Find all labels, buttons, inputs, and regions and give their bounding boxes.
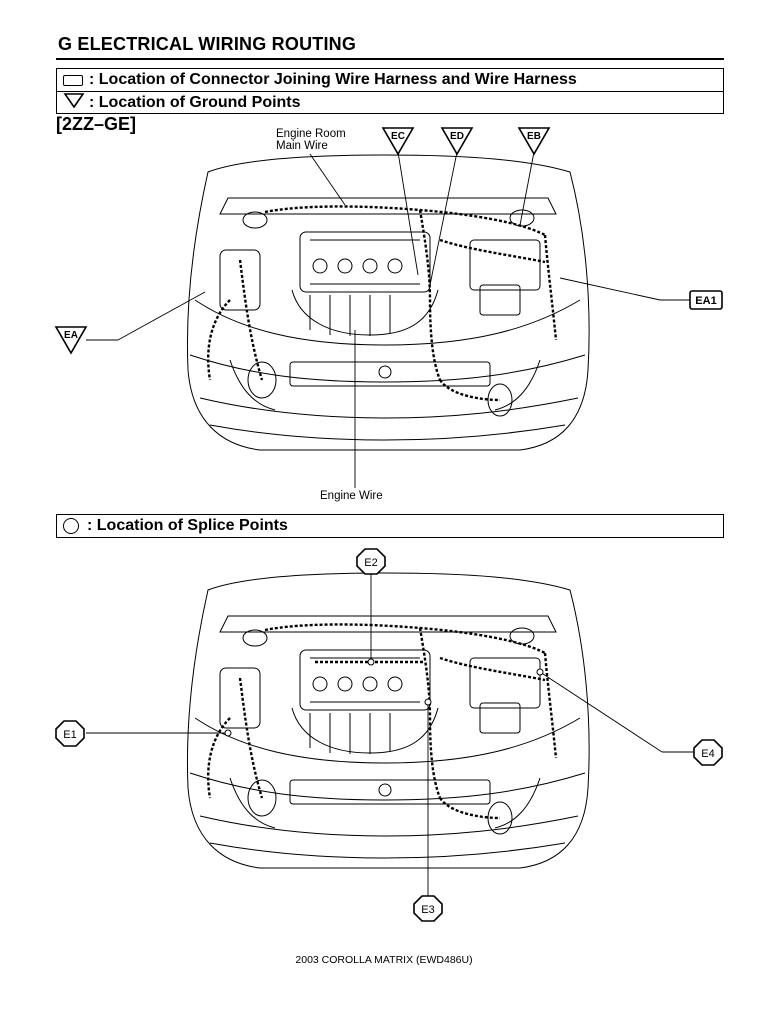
splice-symbol-icon [63, 518, 79, 534]
title-divider [56, 58, 724, 60]
splice-point-e4: E4 [693, 739, 723, 766]
connector-ea1: EA1 [689, 290, 723, 310]
splice-e1-text: E1 [63, 729, 76, 741]
ground-point-ec: EC [381, 127, 415, 156]
legend-splice-text: : Location of Splice Points [87, 517, 288, 534]
splice-point-e1: E1 [55, 720, 85, 747]
label-engine-room-main-wire: Engine Room Main Wire [276, 128, 346, 152]
splice-e3-text: E3 [421, 904, 434, 916]
ground-ed-text: ED [450, 131, 464, 142]
engine-code: [2ZZ–GE] [56, 114, 137, 134]
legend-row-connector: : Location of Connector Joining Wire Har… [57, 69, 723, 91]
splice-e2-text: E2 [364, 557, 377, 569]
footer-text: 2003 COROLLA MATRIX (EWD486U) [295, 954, 473, 966]
ground-ea-text: EA [64, 330, 78, 341]
ground-point-eb: EB [517, 127, 551, 156]
label-line-1: Engine Room [276, 128, 346, 140]
label-line-2: Main Wire [276, 140, 328, 152]
connector-ea1-text: EA1 [695, 295, 716, 307]
splice-point-e3: E3 [413, 895, 443, 922]
splice-e4-text: E4 [701, 748, 714, 760]
ground-ec-text: EC [391, 131, 405, 142]
legend-top: : Location of Connector Joining Wire Har… [56, 68, 724, 114]
page-title: G ELECTRICAL WIRING ROUTING [58, 34, 357, 54]
legend-row-splice: : Location of Splice Points [57, 515, 723, 537]
legend-connector-text: : Location of Connector Joining Wire Har… [89, 71, 577, 88]
legend-ground-text: : Location of Ground Points [89, 93, 301, 111]
ground-eb-text: EB [527, 131, 541, 142]
legend-row-ground: : Location of Ground Points [57, 91, 723, 113]
splice-point-e2: E2 [356, 548, 386, 575]
ground-symbol-icon [63, 92, 85, 113]
connector-symbol-icon [63, 74, 83, 86]
legend-bottom: : Location of Splice Points [56, 514, 724, 538]
label-engine-wire: Engine Wire [320, 490, 383, 502]
ground-point-ed: ED [440, 127, 474, 156]
ground-point-ea: EA [54, 326, 88, 355]
